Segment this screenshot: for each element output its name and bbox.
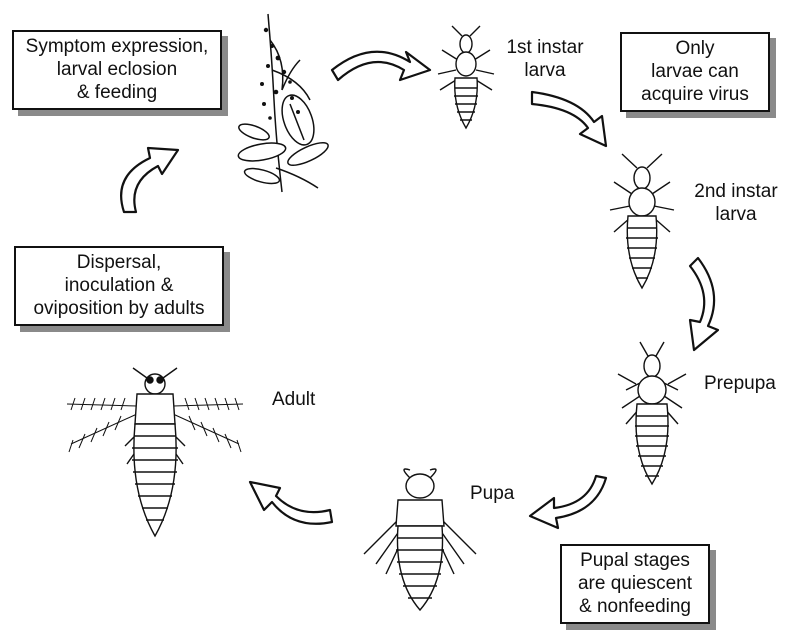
adult-thrips-illustration [67, 368, 243, 536]
second-instar-label-line-2: larva [688, 203, 784, 226]
dispersal-note-line-3: oviposition by adults [20, 297, 218, 320]
pupal-note-line-1: Pupal stages [566, 549, 704, 572]
dispersal-note: Dispersal, inoculation & oviposition by … [14, 246, 224, 326]
arrow-prepupa-to-pupa [530, 476, 606, 528]
pupa-illustration [364, 469, 476, 610]
arrow-dispersal-to-symptom [121, 148, 178, 212]
second-instar-larva-illustration [610, 154, 674, 288]
pupa-label: Pupa [470, 482, 514, 505]
pupal-note-line-2: are quiescent [566, 572, 704, 595]
second-instar-label: 2nd instar larva [688, 180, 784, 226]
symptom-note-line-1: Symptom expression, [18, 35, 216, 58]
pupal-note-line-3: & nonfeeding [566, 595, 704, 618]
adult-label: Adult [272, 388, 315, 411]
first-instar-label: 1st instar larva [500, 36, 590, 82]
prepupa-label: Prepupa [704, 372, 776, 395]
symptom-note-line-3: & feeding [18, 81, 216, 104]
first-instar-label-line-1: 1st instar [500, 36, 590, 59]
acquire-note-line-1: Only [626, 37, 764, 60]
pupal-stages-note: Pupal stages are quiescent & nonfeeding [560, 544, 710, 624]
symptom-note-line-2: larval eclosion [18, 58, 216, 81]
acquire-note-line-3: acquire virus [626, 83, 764, 106]
first-instar-label-line-2: larva [500, 59, 590, 82]
arrow-pupa-to-adult [250, 482, 332, 524]
dispersal-note-line-1: Dispersal, [20, 251, 218, 274]
second-instar-label-line-1: 2nd instar [688, 180, 784, 203]
prepupa-illustration [618, 342, 686, 484]
arrow-first-to-second-instar [532, 92, 606, 146]
virus-acquisition-note: Only larvae can acquire virus [620, 32, 770, 112]
symptom-expression-note: Symptom expression, larval eclosion & fe… [12, 30, 222, 110]
first-instar-larva-illustration [438, 26, 494, 128]
arrow-plant-to-first-instar [332, 52, 430, 80]
host-plant-illustration [237, 14, 331, 192]
acquire-note-line-2: larvae can [626, 60, 764, 83]
arrow-second-instar-to-prepupa [690, 258, 718, 350]
dispersal-note-line-2: inoculation & [20, 274, 218, 297]
